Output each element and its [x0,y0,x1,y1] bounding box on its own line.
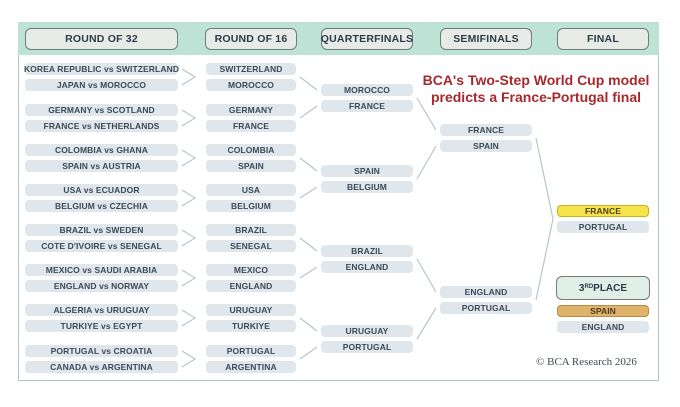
r16-team-12: ENGLAND [206,280,296,292]
r16-team-6: SPAIN [206,160,296,172]
third-place-title-sup: RD [584,284,594,290]
r16-team-4: FRANCE [206,120,296,132]
header-semifinals: SEMIFINALS [440,28,532,50]
r16-team-10: SENEGAL [206,240,296,252]
r16-connector-b1 [299,105,318,119]
header-final: FINAL [557,28,649,50]
r16-team-16: ARGENTINA [206,361,296,373]
r32-match-3: GERMANY vs SCOTLAND [25,104,178,116]
sf-connector-bottom [535,218,554,301]
sf-team-3: ENGLAND [440,286,532,298]
r16-connector-a4 [299,317,318,332]
qf-connector-a2 [416,258,437,293]
third-place-title-suffix: PLACE [593,282,628,294]
r16-team-8: BELGIUM [206,200,296,212]
r32-match-11: MEXICO vs SAUDI ARABIA [25,264,178,276]
qf-team-5: BRAZIL [321,245,413,257]
sf-team-4: PORTUGAL [440,302,532,314]
third-place-winner: SPAIN [557,305,649,317]
r32-match-8: BELGIUM vs CZECHIA [25,200,178,212]
headline-line-2: predicts a France-Portugal final [430,89,642,105]
qf-team-1: MOROCCO [321,84,413,96]
r32-match-10: COTE D'IVOIRE vs SENEGAL [25,240,178,252]
header-round-of-32: ROUND OF 32 [25,28,178,50]
r32-connector-2 [181,109,197,127]
r16-team-9: BRAZIL [206,224,296,236]
r16-team-1: SWITZERLAND [206,63,296,75]
sf-team-1: FRANCE [440,124,532,136]
r16-team-11: MEXICO [206,264,296,276]
r32-match-7: USA vs ECUADOR [25,184,178,196]
r32-match-4: FRANCE vs NETHERLANDS [25,120,178,132]
qf-connector-b2 [416,307,437,340]
r32-connector-5 [181,229,197,247]
final-winner: FRANCE [557,205,649,217]
r32-match-2: JAPAN vs MOROCCO [25,79,178,91]
sf-team-2: SPAIN [440,140,532,152]
r16-team-15: PORTUGAL [206,345,296,357]
r32-match-9: BRAZIL vs SWEDEN [25,224,178,236]
headline-line-1: BCA's Two-Step World Cup model [422,72,650,88]
r32-connector-1 [181,68,197,86]
qf-team-4: BELGIUM [321,181,413,193]
third-place-runner-up: ENGLAND [557,321,649,333]
qf-connector-b1 [416,145,437,180]
headline: BCA's Two-Step World Cup model predicts … [412,72,660,106]
header-round-of-16: ROUND OF 16 [205,28,297,50]
r16-team-7: USA [206,184,296,196]
r32-connector-7 [181,309,197,327]
r32-match-16: CANADA vs ARGENTINA [25,361,178,373]
copyright: © BCA Research 2026 [536,356,637,368]
qf-team-6: ENGLAND [321,261,413,273]
final-runner-up: PORTUGAL [557,221,649,233]
r16-team-13: URUGUAY [206,304,296,316]
r32-connector-8 [181,350,197,368]
r16-team-14: TURKIYE [206,320,296,332]
qf-team-3: SPAIN [321,165,413,177]
r32-match-1: KOREA REPUBLIC vs SWITZERLAND [23,63,180,75]
r16-team-3: GERMANY [206,104,296,116]
qf-team-2: FRANCE [321,100,413,112]
r32-match-5: COLOMBIA vs GHANA [25,144,178,156]
r16-team-2: MOROCCO [206,79,296,91]
r32-connector-3 [181,149,197,167]
r32-match-14: TURKIYE vs EGYPT [25,320,178,332]
header-quarterfinals: QUARTERFINALS [321,28,413,50]
r16-connector-a1 [299,76,318,91]
qf-team-7: URUGUAY [321,325,413,337]
r16-team-5: COLOMBIA [206,144,296,156]
r32-connector-6 [181,269,197,287]
r32-match-6: SPAIN vs AUSTRIA [25,160,178,172]
r32-match-13: ALGERIA vs URUGUAY [25,304,178,316]
third-place-title-prefix: 3 [578,282,585,294]
r32-match-15: PORTUGAL vs CROATIA [25,345,178,357]
r16-connector-b2 [299,186,318,199]
r16-connector-a2 [299,157,318,172]
r32-connector-4 [181,189,197,207]
qf-connector-a1 [416,97,437,131]
r16-connector-b3 [299,266,318,279]
r16-connector-b4 [299,346,318,360]
r16-connector-a3 [299,237,318,252]
r32-match-12: ENGLAND vs NORWAY [25,280,178,292]
qf-team-8: PORTUGAL [321,341,413,353]
sf-connector-top [535,137,554,220]
